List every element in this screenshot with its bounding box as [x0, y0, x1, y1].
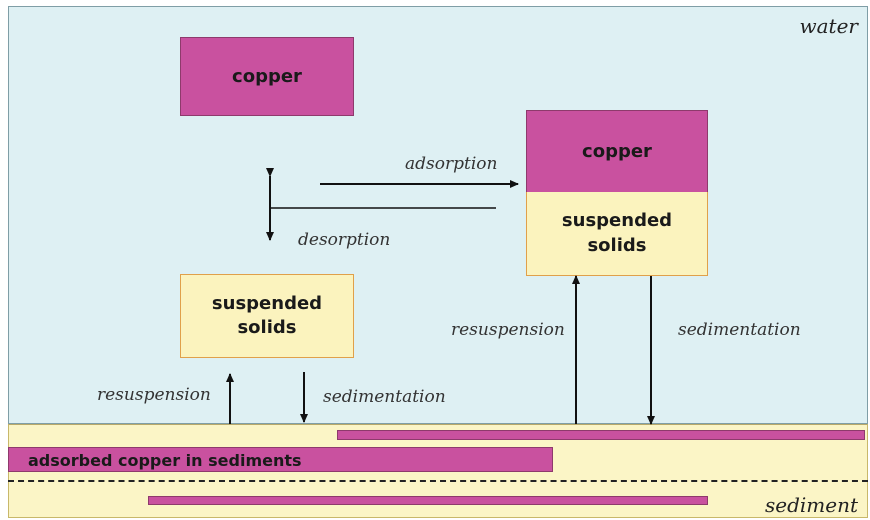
free-copper-box: copper	[180, 37, 354, 116]
water-zone	[8, 6, 868, 424]
resuspension-right-label: resuspension	[451, 320, 565, 340]
desorption-label: desorption	[298, 230, 391, 250]
bound-suspended-solids-box: suspended solids	[526, 192, 708, 276]
sediment-bar-lower	[148, 496, 708, 505]
bound-copper-box: copper	[526, 110, 708, 193]
free-suspended-solids-box: suspended solids	[180, 274, 354, 358]
sediment-boundary-line	[8, 480, 868, 482]
sediment-label: sediment	[764, 493, 858, 517]
resuspension-left-label: resuspension	[97, 385, 211, 405]
adsorption-label: adsorption	[405, 154, 498, 174]
sedimentation-left-label: sedimentation	[323, 387, 446, 407]
sedimentation-right-label: sedimentation	[678, 320, 801, 340]
sediment-bar-label: adsorbed copper in sediments	[28, 451, 302, 470]
sediment-bar-upper	[337, 430, 865, 440]
sediment-bar-adsorbed-copper	[8, 447, 553, 472]
water-label: water	[799, 14, 858, 38]
